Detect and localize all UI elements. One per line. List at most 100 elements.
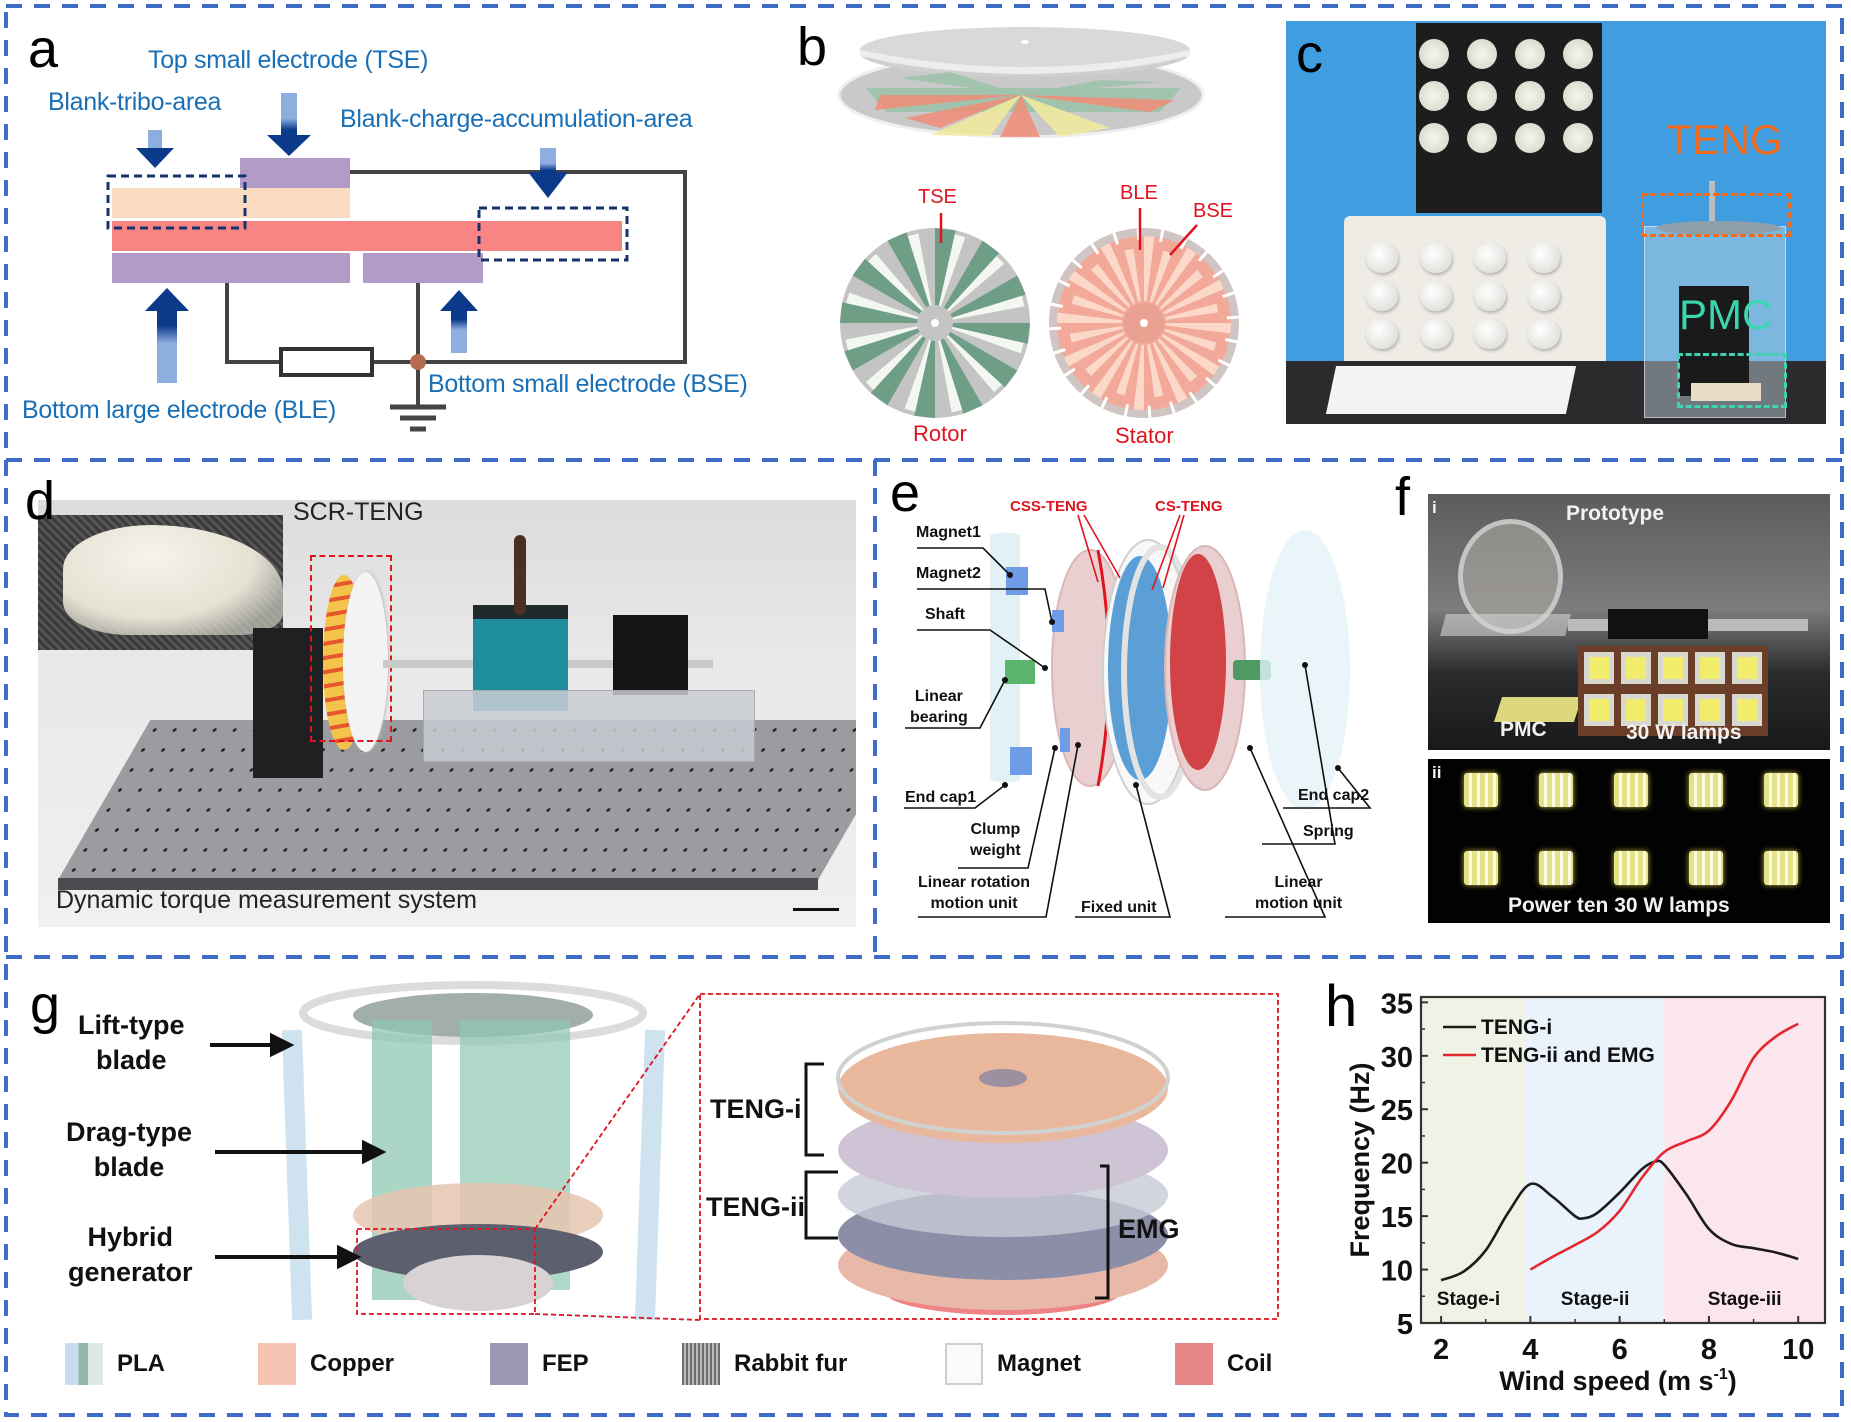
coil-swatch-icon — [1175, 1343, 1213, 1385]
stator-bse-sector — [1155, 247, 1197, 306]
label-linear-motion-line2: motion unit — [1255, 894, 1343, 912]
rotor-gap-sector — [944, 332, 1002, 393]
y-tick-label: 25 — [1381, 1095, 1413, 1127]
rotor-electrode-sector — [945, 275, 1026, 320]
photo-f-i: Prototype PMC 30 W lamps i — [1428, 494, 1830, 750]
legend-item-rabbit-fur: Rabbit fur — [682, 1343, 847, 1385]
label-teng: TENG — [1666, 116, 1783, 163]
label-pmc-f: PMC — [1500, 718, 1547, 741]
stator-bse-sector — [1071, 295, 1124, 318]
subpanel-marker-i: i — [1432, 498, 1437, 517]
tribo-layer — [112, 188, 350, 218]
dielectric-layer — [112, 221, 622, 251]
lit-bulb — [1515, 39, 1545, 69]
y-tick-label: 20 — [1381, 1149, 1413, 1181]
legend-label: Magnet — [997, 1350, 1081, 1377]
sensor-cable — [514, 535, 526, 615]
teng-dashed-box — [1641, 193, 1791, 237]
x-tick-label: 6 — [1612, 1334, 1628, 1366]
label-30w-lamps: 30 W lamps — [1626, 721, 1742, 744]
label-blank-tribo-area: Blank-tribo-area — [48, 88, 222, 116]
panel-b-diagram — [837, 27, 1239, 418]
label-linear-rotation-line1: Linear rotation — [918, 874, 1031, 891]
panel-letter-h: h — [1325, 974, 1358, 1039]
lit-bulb — [1419, 39, 1449, 69]
stator-bse-sector — [1165, 303, 1219, 320]
label-pmc: PMC — [1679, 291, 1773, 338]
panel-a-diagram — [106, 93, 687, 432]
bottom-small-electrode — [363, 253, 483, 283]
label-linear-rotation-unit: Linear rotation motion unit — [918, 873, 1030, 915]
stator-bse-sector — [1116, 343, 1139, 396]
label-end-cap1: End cap1 — [905, 789, 977, 806]
rotor-electrode-sector — [870, 331, 929, 406]
label-magnet1: Magnet1 — [916, 524, 981, 541]
linear-bearing — [1005, 660, 1035, 684]
rabbit-fur-swatch-icon — [682, 1343, 720, 1385]
rotor-disk — [840, 228, 1030, 418]
render-d: SCR-TENG Dynamic torque measurement syst… — [38, 500, 856, 927]
panel-letter-e: e — [890, 463, 921, 523]
lamp — [1732, 694, 1762, 726]
magnet-bottom-block — [1010, 747, 1032, 775]
motor — [613, 615, 688, 695]
lit-lamp — [1689, 773, 1723, 807]
ground-icon — [390, 404, 446, 432]
lit-lamp — [1614, 851, 1648, 885]
stator-bse-sector — [1091, 340, 1133, 399]
stage-label: Stage-iii — [1708, 1289, 1782, 1310]
label-linear-rotation-line2: motion unit — [930, 894, 1018, 912]
lamp — [1695, 652, 1725, 684]
label-stator-ble: BLE — [1120, 182, 1158, 204]
scale-bar — [793, 908, 839, 911]
label-linear-bearing: Linear bearing — [910, 687, 968, 729]
arrow-ble — [145, 288, 189, 383]
lift-blade-left — [281, 1029, 313, 1321]
lit-bulb-grid — [1419, 39, 1599, 159]
top-small-electrode — [240, 158, 350, 188]
lit-lamp — [1764, 773, 1798, 807]
legend-item-fep: FEP — [490, 1343, 589, 1385]
rotor-gap-sector — [907, 233, 933, 310]
x-axis-label: Wind speed (m s-1) — [1499, 1366, 1737, 1396]
label-stator: Stator — [1115, 423, 1174, 448]
rotor-electrode-sector — [938, 333, 983, 414]
stator-bse-sector — [1100, 242, 1136, 304]
label-clump-weight-line2: weight — [970, 841, 1021, 859]
label-linear-motion-line1: Linear — [1274, 874, 1323, 891]
lit-lamp — [1764, 851, 1798, 885]
label-ble: Bottom large electrode (BLE) — [22, 396, 336, 424]
rotor-gap-sector — [938, 234, 966, 310]
label-bse: Bottom small electrode (BSE) — [428, 370, 748, 398]
stator-bse-sector — [1163, 279, 1225, 315]
bulb-grid — [1366, 243, 1586, 353]
hybrid-inset-box — [699, 993, 1279, 1320]
bulb — [1366, 319, 1398, 349]
lamp — [1621, 694, 1651, 726]
stator-disk — [1049, 228, 1239, 418]
lamp — [1584, 652, 1614, 684]
stator-bse-sector — [1149, 250, 1172, 303]
panel-letter-c: c — [1296, 24, 1323, 84]
label-blank-charge-area: Blank-charge-accumulation-area — [340, 105, 693, 133]
panel-letter-d: d — [25, 471, 56, 531]
magnet2-block — [1052, 610, 1064, 632]
rotor-electrode-sector — [941, 240, 1000, 315]
rotor-electrode-sector — [840, 302, 924, 323]
label-drag-type-blade: Drag-type blade — [66, 1115, 192, 1185]
legend-label: Copper — [310, 1350, 394, 1377]
y-tick-label: 15 — [1381, 1202, 1413, 1234]
x-tick-label: 8 — [1701, 1334, 1717, 1366]
label-lift-type-blade: Lift-type blade — [78, 1008, 184, 1078]
lit-bulb — [1563, 39, 1593, 69]
rotor-gap-sector — [845, 325, 922, 351]
bottom-large-electrode — [112, 253, 350, 283]
label-tse: Top small electrode (TSE) — [148, 46, 429, 74]
photo-c: c TENG PMC — [1286, 21, 1826, 424]
lamp — [1658, 652, 1688, 684]
lit-bulb — [1515, 81, 1545, 111]
bulb — [1528, 281, 1560, 311]
label-scr-teng: SCR-TENG — [293, 500, 424, 526]
legend-label: PLA — [117, 1350, 165, 1377]
